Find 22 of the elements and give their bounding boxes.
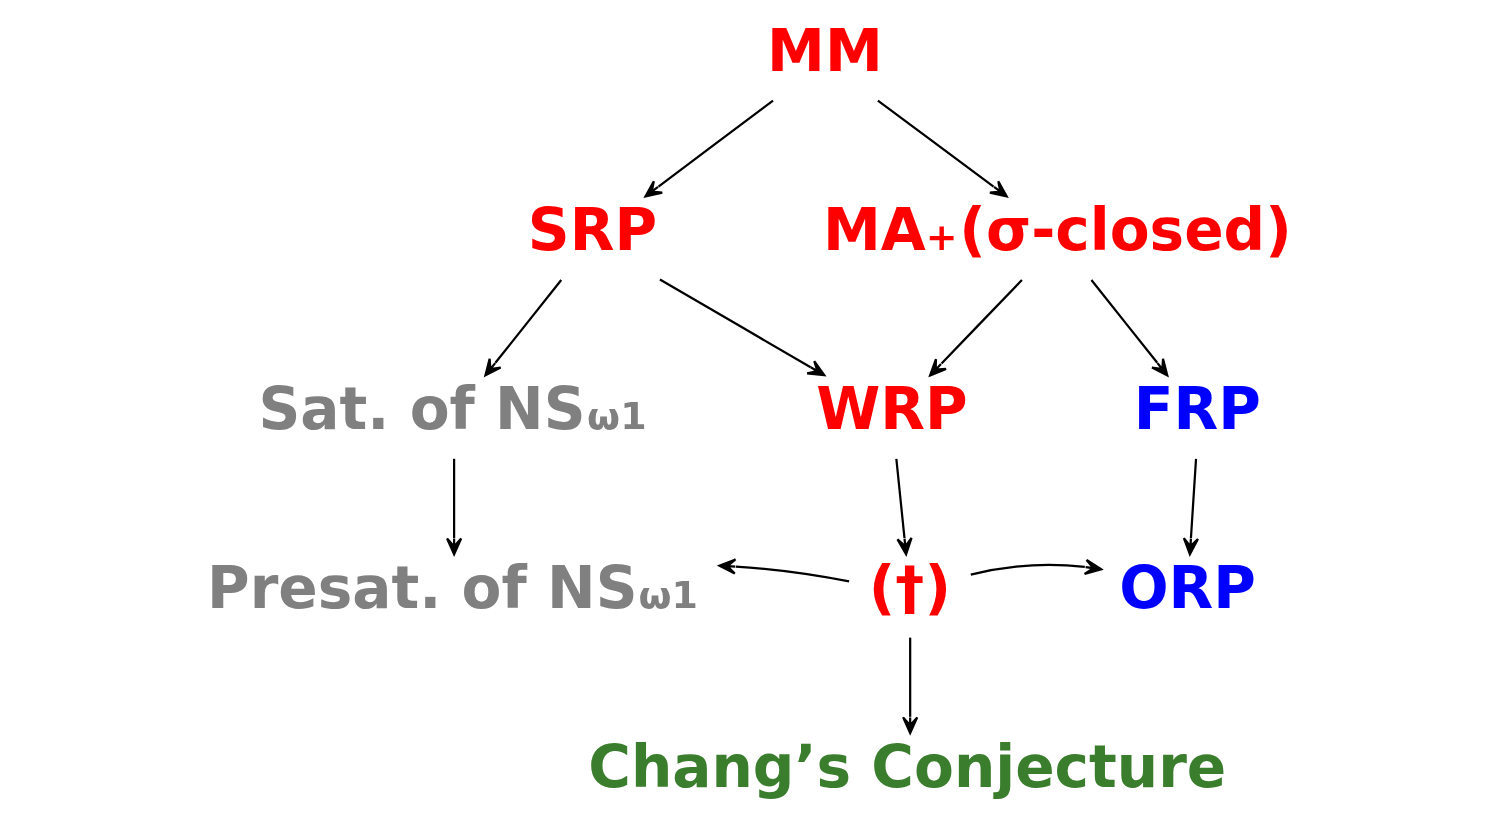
node-text: Sat. of NSω1 [257,374,647,443]
arrow [658,278,825,376]
node-text: MM [766,16,883,85]
node-text: FRP [1133,374,1261,443]
arrow [1090,278,1168,376]
node-text: WRP [815,374,968,443]
arrow [1182,458,1199,555]
node-text: MA+(σ-closed) [822,195,1292,264]
arrow [445,458,462,555]
arrow [643,99,774,197]
node-text: ORP [1118,553,1256,622]
node-text: (†) [868,553,951,622]
arrow [970,558,1102,576]
arrow [894,458,913,555]
arrow [876,99,1008,197]
arrow [483,278,562,376]
arrow [901,637,918,734]
arrow [928,278,1023,376]
node-text: Chang’s Conjecture [587,732,1226,801]
node-text: Presat. of NSω1 [206,553,698,622]
arrow [717,557,849,583]
node-text: SRP [527,195,657,264]
